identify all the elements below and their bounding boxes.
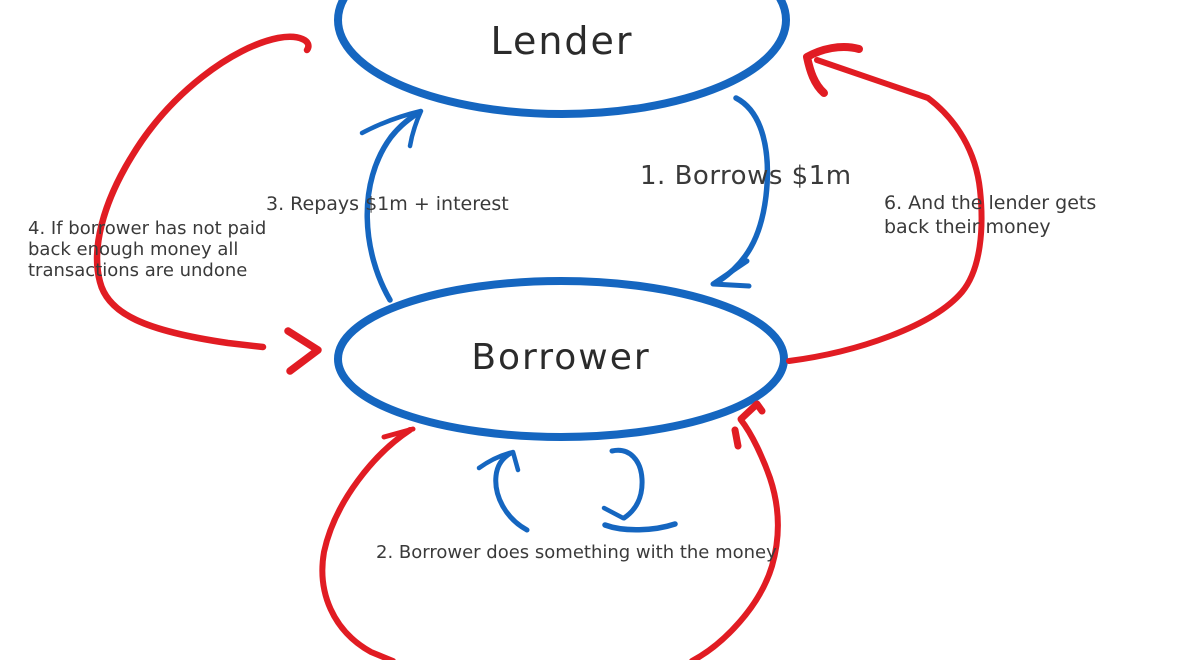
- annotation-transactions-undone: 4. If borrower has not paid back enough …: [28, 218, 266, 281]
- bottom-cycle-left-arc: [319, 427, 413, 660]
- annotation-borrows: 1. Borrows $1m: [640, 161, 852, 191]
- annotation-transactions-undone-line-1: 4. If borrower has not paid: [28, 218, 267, 239]
- annotation-does-something: 2. Borrower does something with the mone…: [376, 542, 777, 563]
- bottom-cycle-left-arrowhead-icon: [381, 426, 416, 440]
- borrow-arrow: [716, 95, 771, 284]
- bottom-cycle-right-arrowhead-icon: [731, 400, 766, 450]
- annotation-repays: 3. Repays $1m + interest: [266, 193, 509, 215]
- borrower-node-ellipse: [334, 277, 788, 441]
- repay-arrowhead-icon: [359, 108, 424, 149]
- money-cycle-underline-stroke: [602, 521, 678, 533]
- money-back-arc: [786, 57, 985, 364]
- annotation-transactions-undone-line-2: back enough money all: [28, 239, 239, 260]
- money-cycle-left-arrowhead-icon: [476, 449, 521, 473]
- money-back-arrowhead-icon: [803, 43, 863, 97]
- lender-node-ellipse: [334, 0, 790, 118]
- lender-node-label: Lender: [490, 19, 634, 63]
- annotation-lender-gets-back-line-2: back their money: [884, 216, 1051, 238]
- annotation-lender-gets-back: 6. And the lender gets back their money: [884, 191, 1096, 239]
- annotation-lender-gets-back-line-1: 6. And the lender gets: [884, 192, 1097, 214]
- money-cycle-right-arc: [609, 447, 645, 521]
- undo-transactions-arrowhead-icon: [284, 327, 322, 375]
- annotation-transactions-undone-line-3: transactions are undone: [28, 260, 248, 281]
- repay-arrow: [364, 110, 421, 303]
- undo-transactions-arc: [93, 33, 312, 351]
- bottom-cycle-right-arc: [689, 417, 781, 660]
- borrow-arrowhead-icon: [710, 258, 752, 289]
- money-cycle-right-arrowhead-icon: [601, 505, 626, 521]
- borrower-node-label: Borrower: [471, 337, 651, 378]
- money-cycle-left-arc: [493, 450, 530, 533]
